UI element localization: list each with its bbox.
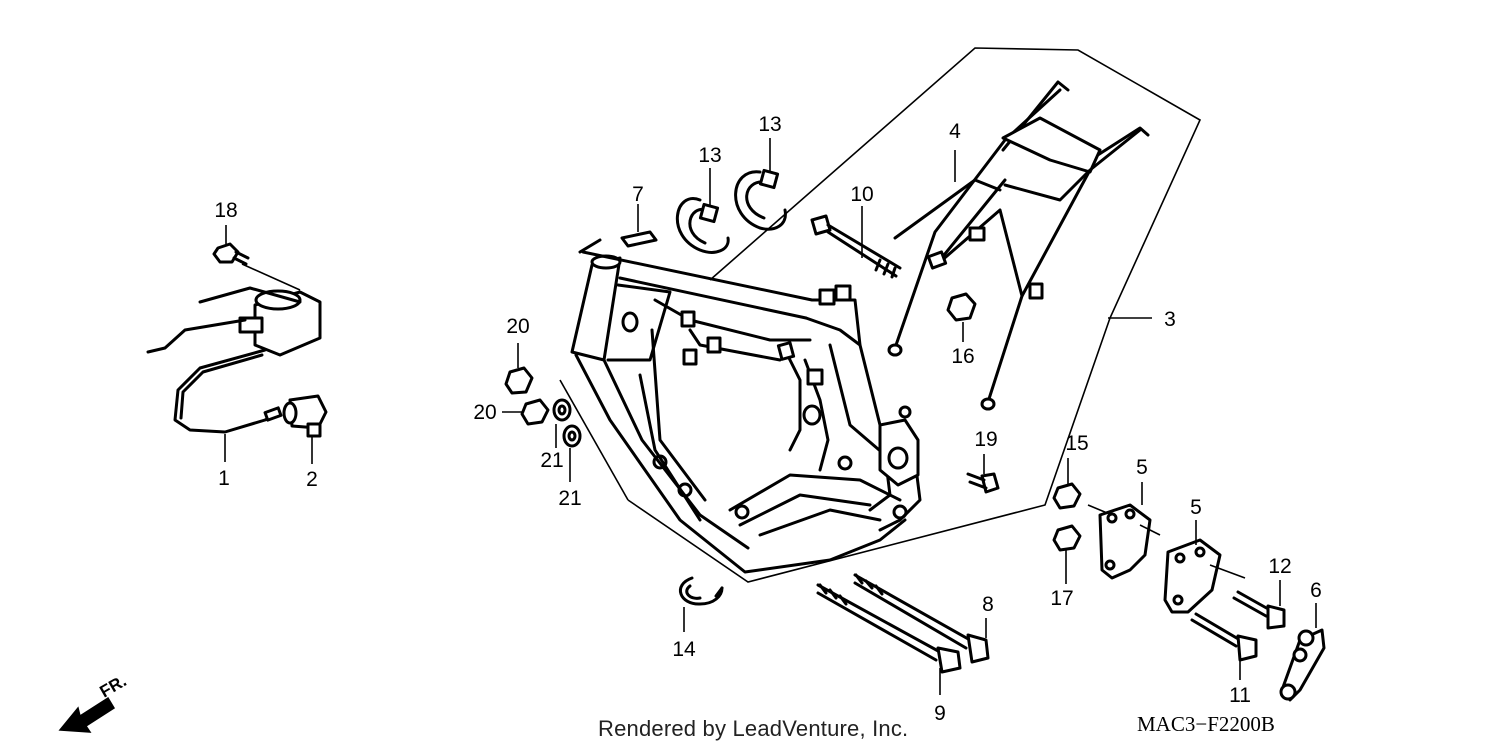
callout-labels: 1 2 3 4 5 5 6 7 8 9 10 11 12 13 13 14 15… [214,113,1322,725]
nut-17[interactable] [1052,524,1082,552]
callout-1[interactable]: 1 [218,467,230,490]
render-credit: Rendered by LeadVenture, Inc. [598,716,909,741]
side-stand-bracket-6[interactable] [1279,628,1326,702]
washer-21a[interactable] [552,398,572,422]
clip-14[interactable] [678,576,724,606]
band-clamp-13a[interactable] [675,197,730,254]
callout-14[interactable]: 14 [672,638,696,661]
subframe[interactable] [887,80,1150,411]
callout-8[interactable]: 8 [982,593,994,616]
callout-20b[interactable]: 20 [473,401,496,424]
callout-13a[interactable]: 13 [698,144,721,167]
callout-10[interactable]: 10 [850,183,873,206]
bolt-10[interactable] [810,214,902,279]
callout-13b[interactable]: 13 [758,113,781,136]
nut-16[interactable] [946,292,977,322]
callout-16[interactable]: 16 [951,345,974,368]
washer-21b[interactable] [562,424,582,448]
cushion-7[interactable] [620,230,658,248]
front-direction-arrow: FR. [58,671,130,733]
bolt-19[interactable] [966,472,1000,494]
bolt-11[interactable] [1190,612,1258,662]
callout-12[interactable]: 12 [1268,555,1291,578]
ignition-coil[interactable] [146,286,322,434]
nut-20a[interactable] [504,366,534,395]
callout-4[interactable]: 4 [949,120,961,143]
callout-11[interactable]: 11 [1229,684,1251,707]
callout-6[interactable]: 6 [1310,579,1322,602]
nut-20b[interactable] [520,398,550,426]
arrow-icon [58,696,116,733]
callout-15[interactable]: 15 [1065,432,1088,455]
callout-19[interactable]: 19 [974,428,997,451]
callout-21b[interactable]: 21 [558,487,581,510]
callout-2[interactable]: 2 [306,468,318,491]
engine-hanger-plate-5a[interactable] [1087,503,1161,580]
callout-18[interactable]: 18 [214,199,237,222]
bolt-18[interactable] [212,242,250,266]
callout-9[interactable]: 9 [934,702,946,725]
direction-label: FR. [97,671,130,701]
callout-21a[interactable]: 21 [540,449,563,472]
spark-plug-cap[interactable] [282,394,328,438]
callout-7[interactable]: 7 [632,183,644,206]
bolt-12[interactable] [1232,590,1286,630]
leader-lines [224,138,1317,695]
callout-5b[interactable]: 5 [1190,496,1202,519]
engine-hanger-plate-5b[interactable] [1163,538,1246,614]
callout-5a[interactable]: 5 [1136,456,1148,479]
callout-20a[interactable]: 20 [506,315,529,338]
callout-17[interactable]: 17 [1050,587,1073,610]
frame-group-outline [559,47,1202,583]
callout-3[interactable]: 3 [1164,308,1176,331]
bolt-9[interactable] [816,583,962,674]
bolt-8[interactable] [853,573,990,664]
diagram-code: MAC3−F2200B [1137,712,1275,736]
nut-15[interactable] [1052,482,1082,510]
main-frame[interactable] [570,238,922,574]
band-clamp-13b[interactable] [734,168,787,231]
